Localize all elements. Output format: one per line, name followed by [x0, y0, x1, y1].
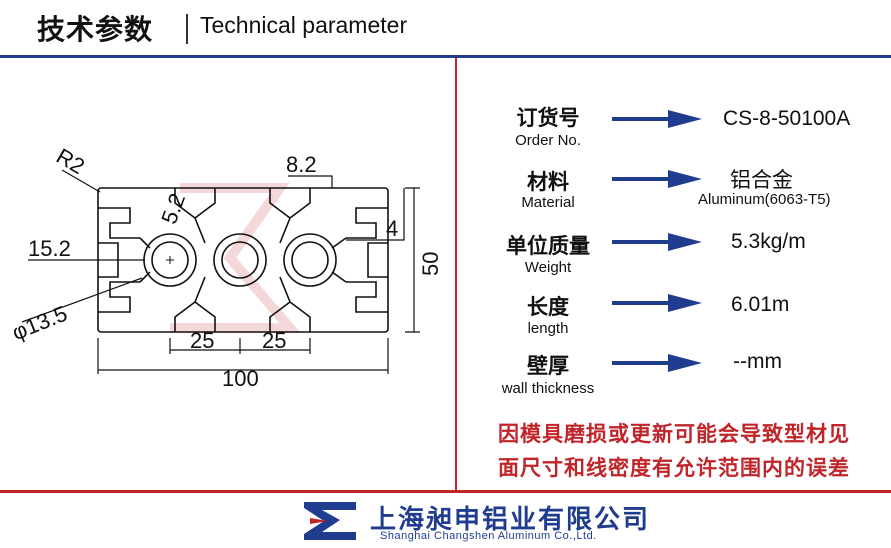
title-divider [186, 14, 188, 44]
material-value: 铝合金 [730, 169, 793, 192]
top-divider [0, 55, 891, 58]
dim-25-left: 25 [190, 328, 214, 353]
length-label-cn: 长度 [527, 295, 569, 319]
company-name-en: Shanghai Changshen Aluminum Co.,Ltd. [380, 530, 597, 542]
wall-label-en: wall thickness [501, 380, 595, 397]
dim-5-2: 5.2 [156, 190, 190, 227]
arrow-icon [612, 294, 702, 312]
length-label-en: length [527, 320, 569, 337]
arrow-icon [612, 233, 702, 251]
material-label-cn: 材料 [527, 170, 569, 194]
order-value: CS-8-50100A [723, 107, 851, 130]
length-value: 6.01m [731, 293, 790, 316]
arrow-icon [612, 170, 702, 188]
dim-100: 100 [222, 366, 259, 391]
dim-r2: R2 [52, 143, 89, 179]
dim-4: 4 [386, 216, 398, 241]
bottom-divider [0, 490, 891, 493]
profile-drawing: R2 8.2 5.2 4 15.2 50 φ13.5 25 25 100 [8, 143, 443, 391]
header: 技术参数 Technical parameter [0, 0, 891, 58]
arrow-icon [612, 110, 702, 128]
disclaimer-line-1: 因模具磨损或更新可能会导致型材见 [498, 422, 850, 446]
dim-15-2: 15.2 [28, 236, 71, 261]
dim-phi: φ13.5 [8, 301, 70, 346]
dim-8-2: 8.2 [286, 152, 317, 177]
arrow-icon [612, 354, 702, 372]
order-label-cn: 订货号 [516, 106, 580, 130]
dim-50: 50 [418, 252, 443, 276]
weight-value: 5.3kg/m [731, 230, 806, 253]
disclaimer-line-2: 面尺寸和线密度有允许范围内的误差 [498, 456, 850, 480]
company-name-cn: 上海昶申铝业有限公司 [370, 505, 651, 535]
material-label-en: Material [521, 194, 575, 211]
material-value-sub: Aluminum(6063-T5) [698, 191, 831, 208]
weight-label-en: Weight [524, 259, 572, 276]
page-title: 技术参数 [37, 13, 154, 46]
page-subtitle: Technical parameter [200, 12, 408, 38]
weight-label-cn: 单位质量 [506, 234, 590, 258]
vertical-divider [455, 58, 457, 490]
order-label-en: Order No. [515, 132, 581, 149]
wall-value: --mm [733, 350, 782, 373]
company-logo [304, 502, 356, 540]
dim-25-right: 25 [262, 328, 286, 353]
wall-label-cn: 壁厚 [527, 354, 569, 378]
